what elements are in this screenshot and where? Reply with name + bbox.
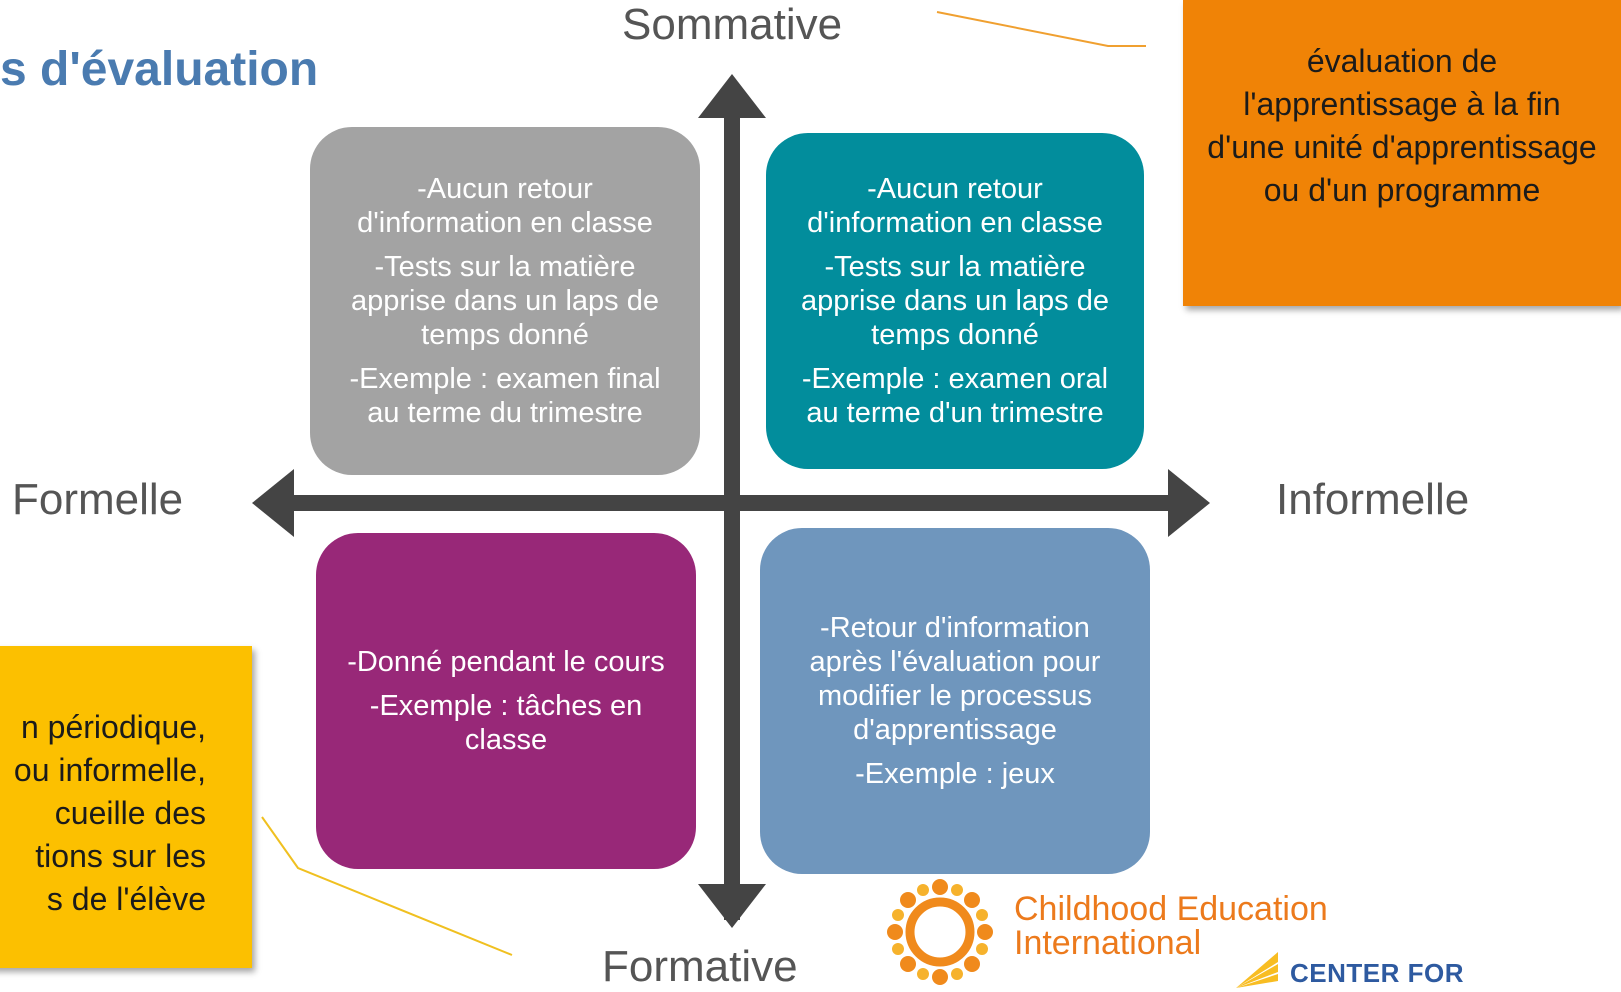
note-line: n périodique, xyxy=(20,709,206,745)
arrow-left-icon xyxy=(252,469,294,537)
arrow-right-icon xyxy=(1168,469,1210,537)
quadrant-line: -Donné pendant le cours xyxy=(347,646,665,678)
quadrant-top-left: -Aucun retour d'information en classe -T… xyxy=(310,127,700,475)
quadrant-line: -Exemple : examen oral au terme d'un tri… xyxy=(801,363,1109,429)
axis-label-bottom: Formative xyxy=(602,942,798,991)
organization-logo: Childhood Education International CENTER… xyxy=(880,874,1464,990)
vertical-axis-shaft xyxy=(724,112,740,920)
note-line: ou informelle, xyxy=(13,752,206,788)
summative-callout-note: évaluation de l'apprentissage à la fin d… xyxy=(1183,0,1621,306)
quadrant-line: -Aucun retour d'information en classe xyxy=(357,173,653,239)
fan-logo-icon xyxy=(1236,952,1278,988)
quadrant-line: -Retour d'information après l'évaluation… xyxy=(809,612,1101,746)
logo-line-3: CENTER FOR xyxy=(1290,958,1464,988)
axis-label-right: Informelle xyxy=(1276,475,1470,524)
horizontal-axis-shaft xyxy=(290,495,1174,511)
quadrant-line: -Tests sur la matière apprise dans un la… xyxy=(801,251,1109,351)
formative-connector-line xyxy=(261,816,513,956)
quadrant-line: -Tests sur la matière apprise dans un la… xyxy=(351,251,659,351)
note-line: s de l'élève xyxy=(46,881,206,917)
logo-line-1: Childhood Education xyxy=(1014,890,1328,928)
sun-people-icon xyxy=(887,879,993,985)
arrow-up-icon xyxy=(698,74,766,118)
arrow-down-icon xyxy=(698,884,766,928)
quadrant-top-right: -Aucun retour d'information en classe -T… xyxy=(766,133,1144,469)
quadrant-line: -Aucun retour d'information en classe xyxy=(807,173,1103,239)
axis-label-top: Sommative xyxy=(622,0,843,49)
formative-callout-note: n périodique, ou informelle, cueille des… xyxy=(0,646,252,968)
summative-connector-line xyxy=(936,11,1146,47)
note-line: tions sur les xyxy=(35,838,206,874)
note-line: cueille des xyxy=(54,795,206,831)
page-title: s d'évaluation xyxy=(0,43,319,96)
logo-line-2: International xyxy=(1014,924,1202,962)
quadrant-line: -Exemple : jeux xyxy=(855,758,1055,790)
quadrant-line: -Exemple : examen final au terme du trim… xyxy=(349,363,661,429)
quadrant-bottom-right: -Retour d'information après l'évaluation… xyxy=(760,528,1150,874)
quadrant-bottom-left: -Donné pendant le cours -Exemple : tâche… xyxy=(316,533,696,869)
quadrant-line: -Exemple : tâches en classe xyxy=(369,690,643,756)
axis-label-left: Formelle xyxy=(12,475,184,524)
